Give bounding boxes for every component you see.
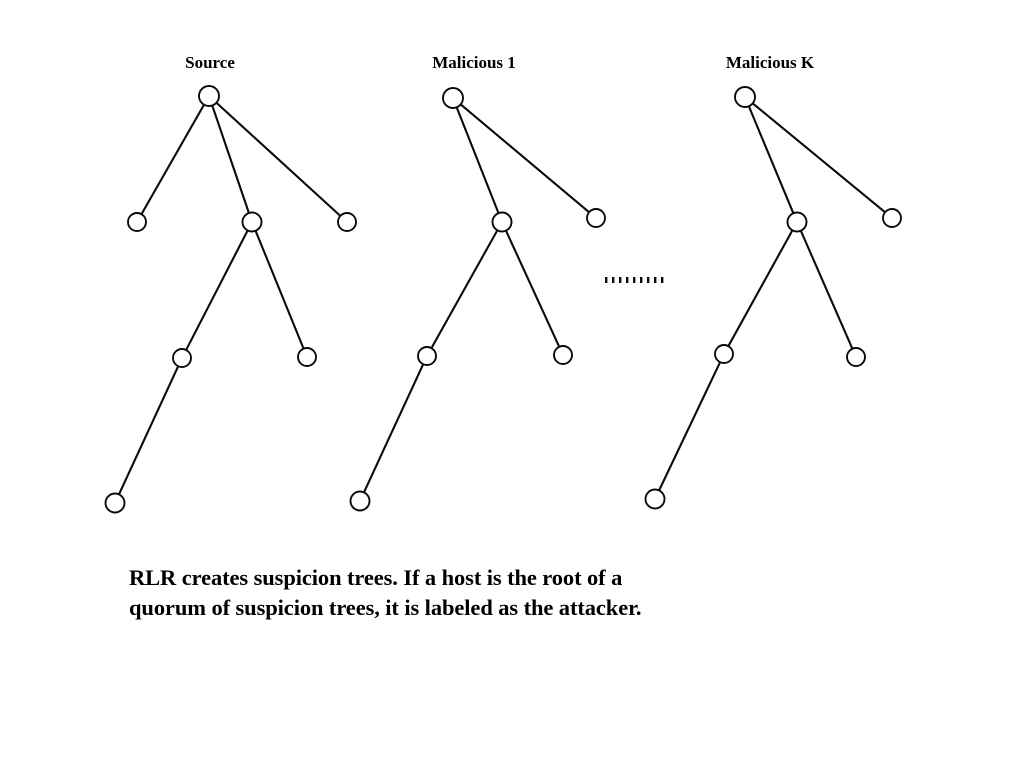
grandchild-left[interactable] [417,346,437,366]
child-middle-node[interactable] [491,211,513,233]
ellipsis-dot [647,277,650,283]
tree-source-edges [117,101,342,496]
tree-edge [254,229,305,351]
ellipsis-dot [612,277,615,283]
tree-edge [727,228,794,348]
tree-edge [140,103,206,216]
trees-continuation-ellipsis [605,277,664,283]
ellipsis-dot [640,277,643,283]
great-grandchild[interactable] [349,490,371,512]
child-right-leaf[interactable] [337,212,357,232]
root-node[interactable] [198,85,220,107]
great-grandchild[interactable] [104,492,126,514]
tree-edge [799,229,854,351]
child-middle-node[interactable] [241,211,263,233]
ellipsis-dot [605,277,608,283]
grandchild-left[interactable] [172,348,192,368]
child-right-leaf[interactable] [586,208,606,228]
caption-text: RLR creates suspicion trees. If a host i… [129,563,849,623]
child-right-leaf[interactable] [882,208,902,228]
tree-malicious-1-nodes [349,87,606,512]
tree-edge [117,364,180,496]
tree-malicious-1-edges [362,103,591,494]
caption-line-1: RLR creates suspicion trees. If a host i… [129,565,623,590]
trees-layer: Source Malicious 1 Malicious K [104,53,902,514]
tree-edge [747,104,795,215]
tree-source-nodes [104,85,357,514]
grandchild-left[interactable] [714,344,734,364]
grandchild-right[interactable] [553,345,573,365]
tree-malicious-k-nodes [644,86,902,510]
tree-edge [430,228,499,350]
tree-edge [504,229,561,349]
ellipsis-dot [619,277,622,283]
root-node[interactable] [734,86,756,108]
tree-source: Source [104,53,357,514]
ellipsis-dot [633,277,636,283]
tree-edge [657,360,722,492]
tree-malicious-1: Malicious 1 [349,53,606,512]
tree-edge [455,105,500,215]
tree-edge [751,101,887,214]
great-grandchild[interactable] [644,488,666,510]
tree-edge [211,103,251,215]
tree-edge [214,101,342,218]
tree-malicious-k-edges [657,101,887,492]
child-left-leaf[interactable] [127,212,147,232]
tree-edge [184,228,249,352]
tree-source-label: Source [185,53,235,72]
tree-malicious-k: Malicious K [644,53,902,510]
caption-line-2: quorum of suspicion trees, it is labeled… [129,595,642,620]
ellipsis-dot [661,277,664,283]
ellipsis-dot [654,277,657,283]
tree-edge [362,362,425,494]
ellipsis-dot [626,277,629,283]
root-node[interactable] [442,87,464,109]
grandchild-right[interactable] [846,347,866,367]
child-middle-node[interactable] [786,211,808,233]
grandchild-right[interactable] [297,347,317,367]
tree-malicious-k-label: Malicious K [726,53,815,72]
tree-edge [459,103,591,214]
tree-malicious-1-label: Malicious 1 [432,53,516,72]
